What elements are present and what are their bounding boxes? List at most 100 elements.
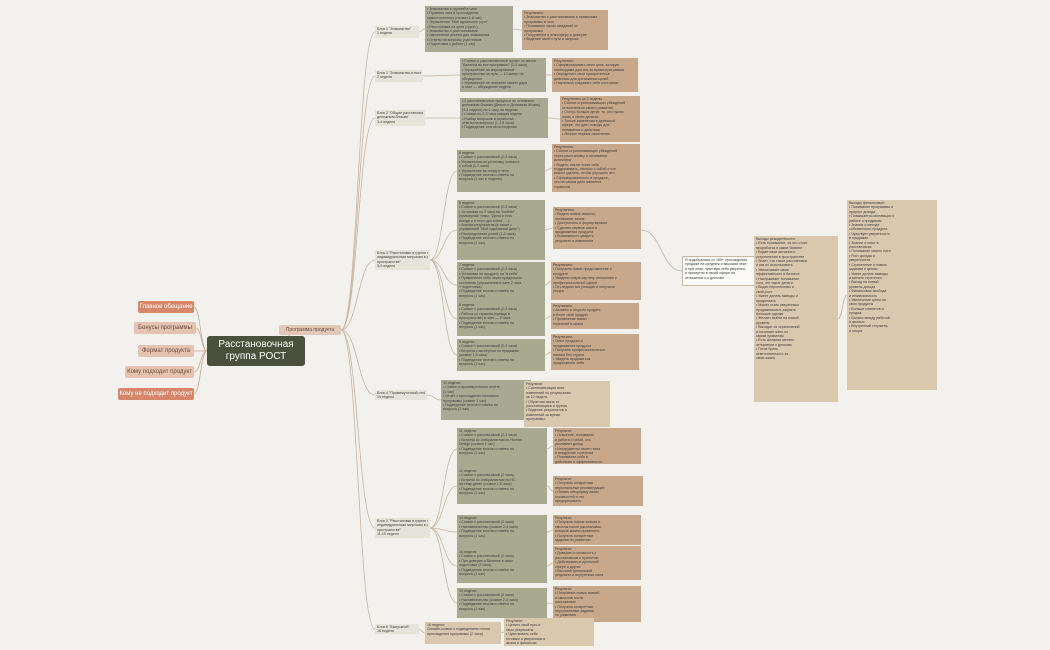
week-label[interactable]: Блок 6 "Выпускной"16 неделя bbox=[375, 624, 419, 634]
program-block-line: 15 неделя: bbox=[459, 589, 477, 593]
connector bbox=[429, 527, 458, 533]
week-label[interactable]: Блок 1 "Знакомство и постановка цели"2 н… bbox=[375, 70, 423, 82]
result-block[interactable]: Результат:• Доверие и готовность к расст… bbox=[553, 546, 641, 580]
result-block[interactable]: Результат:• Получить новые знания и смыс… bbox=[553, 515, 641, 545]
program-block-line: • Созвон с расстановкой (2-3 часа) bbox=[459, 267, 518, 272]
branch-fits[interactable]: Кому подходит продукт bbox=[125, 366, 194, 378]
result-block[interactable]: Результат:• Получение новых знаний и смы… bbox=[553, 586, 641, 622]
week-label-line: 5-9 неделя bbox=[377, 264, 396, 269]
result-block-line: через расстановку и понимание bbox=[554, 153, 608, 158]
result-block-line: навыки без страха bbox=[553, 352, 584, 357]
program-block-line: • Созвон с расстановкой (2-3 часа) bbox=[459, 307, 518, 312]
branch-bonuses[interactable]: Бонусы программы bbox=[134, 322, 196, 334]
result-block-line: программы bbox=[526, 417, 545, 422]
result-block[interactable]: Результаты за 2 недели:• Снятие ограничи… bbox=[560, 96, 640, 142]
result-block-line: • Снятие ограничивающих убеждений bbox=[554, 149, 618, 154]
result-block-line: расстановщика и группы bbox=[526, 404, 568, 409]
connector bbox=[429, 527, 458, 604]
program-block-line: • Отчёт о прохождении половины bbox=[443, 394, 499, 399]
result-block[interactable]: Результат:• Освоение, понимание и работа… bbox=[553, 428, 641, 464]
result-block[interactable]: Результаты:• Активно и открыто продать в… bbox=[551, 303, 639, 329]
connector bbox=[418, 628, 426, 634]
program-block-line: • Упражнение на познание своего дара bbox=[462, 81, 528, 86]
program-block[interactable]: 15 неделя:• Созвон с расстановкой (2 час… bbox=[457, 588, 547, 618]
connector bbox=[429, 527, 458, 567]
result-block-line: Результаты за 2 недели: bbox=[562, 97, 603, 101]
connector bbox=[340, 259, 376, 331]
fit-box[interactable]: Выгоды резидентности:• Есть понимание, з… bbox=[754, 236, 838, 402]
program-block-line: (1 час) bbox=[443, 389, 455, 394]
connector bbox=[340, 31, 376, 331]
program-block[interactable]: • Созвон и расстановочный проект по жизн… bbox=[460, 58, 546, 92]
result-block-line: тормозом bbox=[554, 184, 571, 189]
result-block-line: • Погружение в атмосферу и доверие bbox=[524, 33, 587, 38]
result-block-line: Результат: bbox=[555, 516, 573, 520]
not-fit-box-line: • Чувствует уверенность bbox=[849, 231, 890, 236]
program-block[interactable]: 10 неделя:• Созвон о промежуточном отчёт… bbox=[441, 380, 531, 420]
program-block[interactable]: 7 неделя:• Созвон с расстановкой (2-3 ча… bbox=[457, 262, 545, 308]
program-block[interactable]: 5 неделя:• Созвон с расстановкой (2-3 ча… bbox=[457, 150, 545, 192]
week-label-line: 1 неделя bbox=[377, 31, 392, 36]
week-label[interactable]: Блок 1 "Знакомство"1 неделя bbox=[375, 26, 419, 38]
not-fit-box-line: и жизнью bbox=[849, 319, 865, 324]
result-block[interactable]: Результаты:• Получили новое представлени… bbox=[551, 262, 641, 300]
result-block-line: • Статус больше денег, то, что нужно bbox=[562, 110, 624, 115]
result-block[interactable]: Результат:• Систематизация всех изменени… bbox=[524, 381, 610, 427]
not-fit-box[interactable]: Выгоды финансовые:• Понимание программы … bbox=[847, 200, 937, 390]
branch-format[interactable]: Формат продукта bbox=[138, 345, 194, 357]
program-block[interactable]: 13 неделя:• Созвон с расстановкой (2 час… bbox=[457, 515, 547, 549]
program-block[interactable]: 11 неделя:• Созвон с расстановкой (2-3 ч… bbox=[457, 428, 547, 470]
not-fit-box-line: • Баланс между работой bbox=[849, 315, 890, 320]
program-block[interactable]: 14 неделя:• Созвон с расстановкой (2 час… bbox=[457, 549, 547, 583]
program-block[interactable]: 12 неделя:• Созвон с расстановкой (2 час… bbox=[457, 468, 547, 504]
result-block-line: готовым и уверенным в bbox=[506, 636, 546, 641]
week-label-line: Блок 1 "Знакомство" bbox=[377, 27, 412, 31]
connector bbox=[193, 350, 208, 373]
not-fit-box-line: • Внутренний стержень bbox=[849, 324, 888, 329]
program-block[interactable]: • Знакомство с группой в чате• Правила ч… bbox=[425, 6, 513, 52]
connector bbox=[195, 327, 208, 352]
program-block[interactable]: 9 неделя:• Созвон с расстановкой (2-3 ча… bbox=[457, 339, 545, 371]
result-block-line: результат и изменения bbox=[555, 238, 594, 243]
result-block-line: сложностей и что bbox=[555, 494, 585, 499]
connector bbox=[429, 259, 458, 356]
program-block[interactable]: 6 неделя:• Созвон с расстановкой (2-3 ча… bbox=[457, 200, 545, 260]
branch-not-fits[interactable]: Кому не подходит продукт bbox=[118, 388, 194, 400]
result-block-line: • Определить свои приоритетные bbox=[554, 72, 610, 77]
week-label-line: пространстве" bbox=[377, 259, 401, 264]
root-topic[interactable]: Расстановочная группа РОСТ bbox=[207, 336, 305, 366]
result-block-line: действия для достижения целей bbox=[554, 76, 609, 81]
week-label[interactable]: Блок 4 "Промежуточный отчёт"10 неделя bbox=[375, 390, 427, 400]
not-fit-box-line: • Выход на новый bbox=[849, 280, 879, 285]
result-block-line: Результаты: bbox=[524, 11, 544, 15]
result-block[interactable]: Результаты:• Сформулировать свою цель, к… bbox=[552, 58, 638, 92]
connector bbox=[429, 259, 458, 320]
result-block[interactable]: Результаты:• Опыт продажи и продвижения … bbox=[551, 334, 639, 370]
result-block-line: в блоге свой продукт bbox=[553, 312, 588, 317]
result-block[interactable]: Результаты:• Видеть новые смыслы, понима… bbox=[553, 207, 641, 249]
connector bbox=[837, 294, 848, 320]
result-block[interactable]: Результаты:• Снятие ограничивающих убежд… bbox=[552, 144, 640, 192]
program-block-line: • Распределение ролей (1-2 часа) bbox=[459, 231, 516, 236]
promise-box[interactable]: Я подобралась от 180+ прохождения,продаж… bbox=[682, 256, 762, 286]
not-fit-box-line: работе и продажам bbox=[849, 218, 882, 223]
result-block[interactable]: Результат:• Ценить свой путь и свои резу… bbox=[504, 618, 594, 646]
result-block-line: изменений за время bbox=[526, 412, 561, 417]
program-block[interactable]: • 2 расстановочных процесса по основным … bbox=[460, 98, 548, 138]
program-block[interactable]: 8 неделя:• Созвон с расстановкой (2-3 ча… bbox=[457, 302, 545, 336]
result-block-line: • Отследили все реакции и получили bbox=[553, 285, 615, 290]
result-block-line: • Получить конкретные bbox=[555, 481, 594, 486]
fit-box-line: • Видит перспективы и bbox=[756, 285, 794, 290]
branch-main-promise[interactable]: Главное обещание bbox=[138, 301, 194, 313]
week-label[interactable]: Блок 2 "Общие расстановки по основнымден… bbox=[375, 110, 425, 126]
connector bbox=[429, 229, 458, 261]
not-fit-box-line: • Финансовая свобода bbox=[849, 289, 887, 294]
branch-program[interactable]: Программа продукта bbox=[279, 325, 341, 335]
fit-box-line: свою жизнь bbox=[756, 355, 776, 360]
result-block[interactable]: Результаты:• Знакомство с расстановками … bbox=[522, 10, 608, 50]
program-block-line: • Созвон по 2-3 часа каждая неделя bbox=[462, 112, 523, 117]
result-block[interactable]: Результат:• Получить конкретные персонал… bbox=[553, 476, 643, 506]
program-block[interactable]: 16 неделя:Онлайн-созвон с подведением ит… bbox=[425, 622, 501, 644]
